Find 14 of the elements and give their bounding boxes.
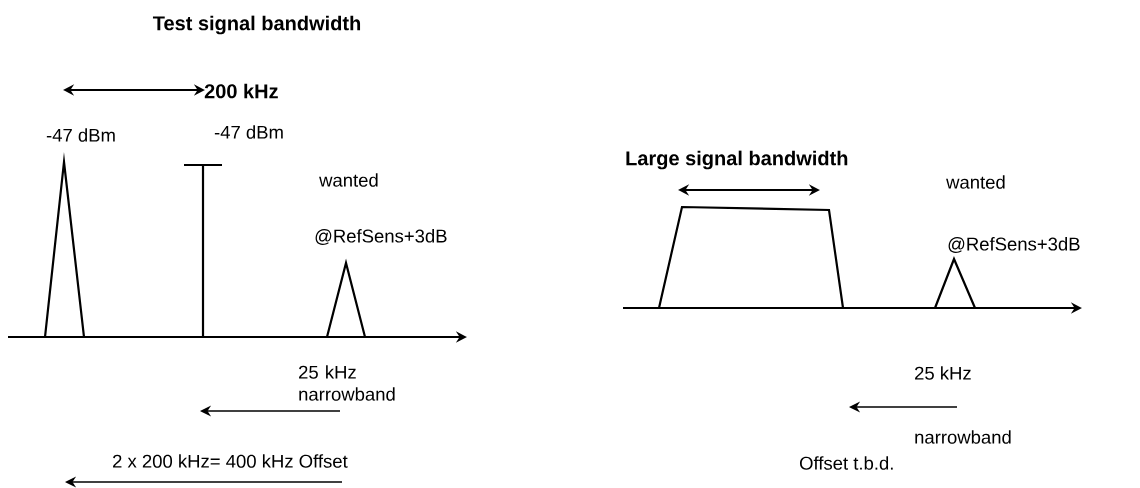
offset-label: narrowband — [915, 430, 1011, 444]
level-label: -47 dBm — [46, 128, 115, 142]
level-label: -47 dBm — [214, 125, 283, 139]
signal-label: wanted — [319, 173, 378, 187]
signal-label: wanted — [946, 175, 1005, 189]
offset-label: Offset t.b.d. — [800, 456, 893, 470]
offset-label: 25 kHz narrowband — [299, 365, 395, 401]
dimension-label: 200 kHz — [204, 83, 278, 99]
panel-heading: Test signal bandwidth — [152, 15, 361, 35]
offset-label: 25 kHz — [915, 366, 971, 380]
panel-heading: Large signal bandwidth — [626, 150, 848, 170]
signal-label: @RefSens+3dB — [315, 229, 447, 245]
offset-label: 2 x 200 kHz= 400 kHz Offset — [113, 454, 348, 468]
signal-label: @RefSens+3dB — [948, 237, 1080, 253]
